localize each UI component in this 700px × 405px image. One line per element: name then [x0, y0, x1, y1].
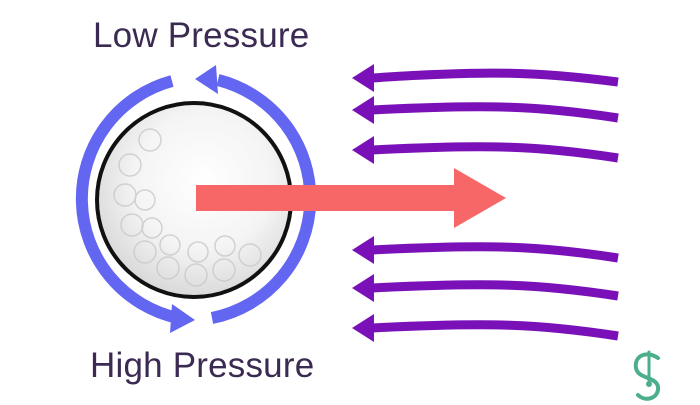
- airflow-arrow-icon: [352, 274, 619, 302]
- spin-arc-left: [75, 75, 180, 324]
- airflow-arrow-icon: [352, 136, 619, 164]
- high-pressure-label: High Pressure: [90, 346, 315, 385]
- airflow-arrow-icon: [352, 64, 619, 92]
- airflow-arrows: [352, 64, 619, 342]
- spin-arrowhead-top: [195, 65, 218, 94]
- low-pressure-label: Low Pressure: [93, 16, 310, 55]
- airflow-arrow-icon: [352, 96, 619, 124]
- airflow-arrow-icon: [352, 314, 619, 342]
- motion-arrow-icon: [196, 168, 506, 228]
- spin-arrowhead-bottom: [170, 304, 195, 333]
- logo-icon: [633, 350, 661, 401]
- airflow-arrow-icon: [352, 236, 619, 264]
